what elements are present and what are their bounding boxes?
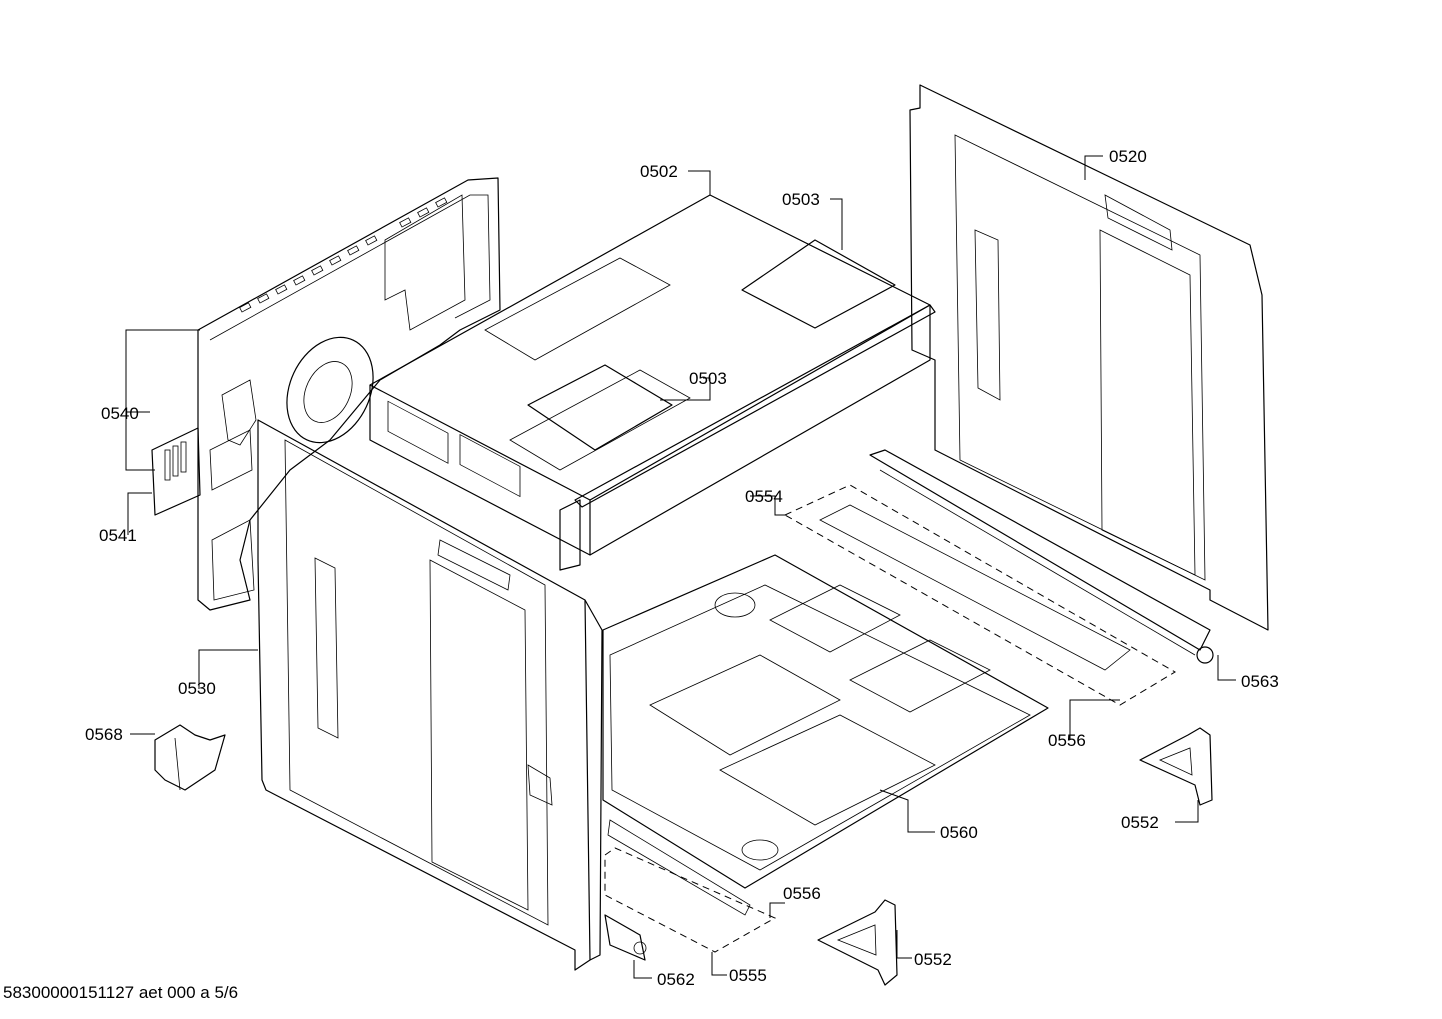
callout-0540: 0540 <box>101 404 139 423</box>
insulation-mat-lower <box>527 364 673 451</box>
callout-0541: 0541 <box>99 526 137 545</box>
callout-0552-lower: 0552 <box>914 950 952 969</box>
callout-0502: 0502 <box>640 162 678 181</box>
insulation-mat-upper <box>741 239 896 329</box>
callout-0555: 0555 <box>729 966 767 985</box>
callout-0556-upper: 0556 <box>1048 731 1086 750</box>
rail-assembly-0554 <box>783 484 1176 706</box>
angle-bracket-upper <box>1139 727 1213 806</box>
left-side-wall <box>257 419 603 971</box>
top-panel <box>369 194 936 571</box>
angle-bracket-lower <box>817 899 898 986</box>
document-id: 58300000151127 aet 000 a 5/6 <box>3 983 238 1002</box>
callout-0530: 0530 <box>178 679 216 698</box>
guide-rail <box>869 449 1214 664</box>
callout-0563: 0563 <box>1241 672 1279 691</box>
lower-rail-bracket <box>604 914 647 961</box>
rail-assembly-0555 <box>604 819 777 953</box>
callout-0552-upper: 0552 <box>1121 813 1159 832</box>
bottom-floor <box>602 554 1049 889</box>
callout-0520: 0520 <box>1109 147 1147 166</box>
leader-lines <box>125 155 1236 979</box>
callout-0560: 0560 <box>940 823 978 842</box>
clip-bracket <box>154 724 226 791</box>
right-side-wall <box>909 84 1269 631</box>
callout-0568: 0568 <box>85 725 123 744</box>
rear-panel <box>197 177 501 611</box>
rear-cover-plate <box>151 427 201 516</box>
callout-0554: 0554 <box>745 487 783 506</box>
callout-0503-upper: 0503 <box>782 190 820 209</box>
callout-0562: 0562 <box>657 970 695 989</box>
callout-0503-lower: 0503 <box>689 369 727 388</box>
callout-0556-lower: 0556 <box>783 884 821 903</box>
